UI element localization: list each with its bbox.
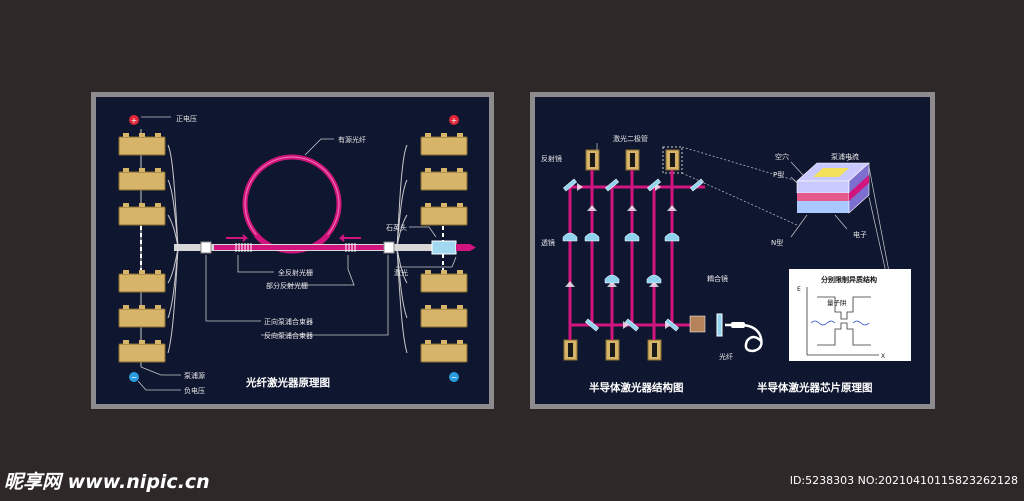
label-laser: 激光: [394, 268, 408, 277]
label-fiber: 光纤: [719, 352, 733, 361]
semiconductor-laser-diagram: 激光二极管 反射镜 透镜 耦合镜 光纤 空穴 P型 N型 泵浦电流 电子 分别限…: [541, 134, 911, 394]
forward-pump-combiner: [200, 241, 212, 254]
chip-title: 半导体激光器芯片原理图: [757, 381, 873, 394]
label-quartz-head: 石英头: [386, 223, 407, 232]
label-lens: 透镜: [541, 238, 555, 247]
laser-diodes-bottom: [563, 339, 662, 361]
label-hole: 空穴: [775, 152, 789, 161]
lenses: [562, 232, 680, 284]
label-electron: 电子: [853, 230, 867, 239]
label-pump-source: 泵浦源: [184, 371, 205, 380]
plus-sign: +: [131, 116, 138, 125]
output-fiber: [725, 323, 763, 353]
structure-title: 半导体激光器结构图: [589, 381, 684, 394]
laser-chip: [796, 162, 870, 214]
quartz-head: [431, 240, 457, 255]
fiber-laser-diagram: + + − −: [118, 114, 476, 395]
label-laser-diode: 激光二极管: [613, 134, 648, 143]
label-full-grating: 全反射光栅: [278, 268, 313, 277]
label-heterostructure: 分别限制异质结构: [821, 275, 877, 284]
watermark-id: ID:5238303 NO:20210410115823262128: [789, 474, 1018, 487]
watermark-site: 昵享网 www.nipic.cn: [4, 471, 210, 493]
laser-beams: [568, 170, 705, 340]
minus-sign: −: [451, 373, 458, 382]
mirrors: [562, 178, 705, 332]
label-n-type: N型: [771, 238, 783, 247]
positive-terminal-right: [449, 115, 459, 125]
heterostructure-graph-box: [789, 269, 911, 361]
negative-terminal-left: [129, 372, 139, 382]
partial-reflection-grating: [345, 243, 356, 252]
minus-sign: −: [131, 373, 138, 382]
label-negative-voltage: 负电压: [184, 386, 205, 395]
laser-diodes-top: [585, 146, 683, 174]
pump-stack-left: [118, 133, 166, 363]
label-positive-voltage: 正电压: [176, 114, 197, 123]
full-reflection-grating: [235, 243, 252, 252]
label-coupling-lens: 耦合镜: [707, 274, 728, 283]
label-reverse-combiner: 反向泵浦合束器: [264, 331, 313, 340]
coupling-lens: [716, 313, 723, 337]
coupling-block: [689, 315, 706, 333]
negative-terminal-right: [449, 372, 459, 382]
label-forward-combiner: 正向泵浦合束器: [264, 317, 313, 326]
label-active-fiber: 有源光纤: [338, 135, 366, 144]
plus-sign: +: [451, 116, 458, 125]
fiber-laser-panel: + + − −: [91, 92, 494, 409]
label-mirror: 反射镜: [541, 154, 562, 163]
fiber-laser-title: 光纤激光器原理图: [245, 376, 330, 389]
label-partial-grating: 部分反射光栅: [266, 281, 308, 290]
reverse-pump-combiner: [383, 241, 395, 254]
label-quantum-well: 量子阱: [827, 298, 847, 307]
label-pump-current: 泵浦电流: [831, 152, 859, 161]
positive-terminal-left: [129, 115, 139, 125]
pump-stack-right: [420, 133, 468, 363]
label-p-type: P型: [773, 170, 784, 179]
semiconductor-laser-panel: 激光二极管 反射镜 透镜 耦合镜 光纤 空穴 P型 N型 泵浦电流 电子 分别限…: [530, 92, 935, 409]
axis-x-label: X: [881, 353, 885, 360]
axis-e-label: E: [797, 286, 801, 293]
